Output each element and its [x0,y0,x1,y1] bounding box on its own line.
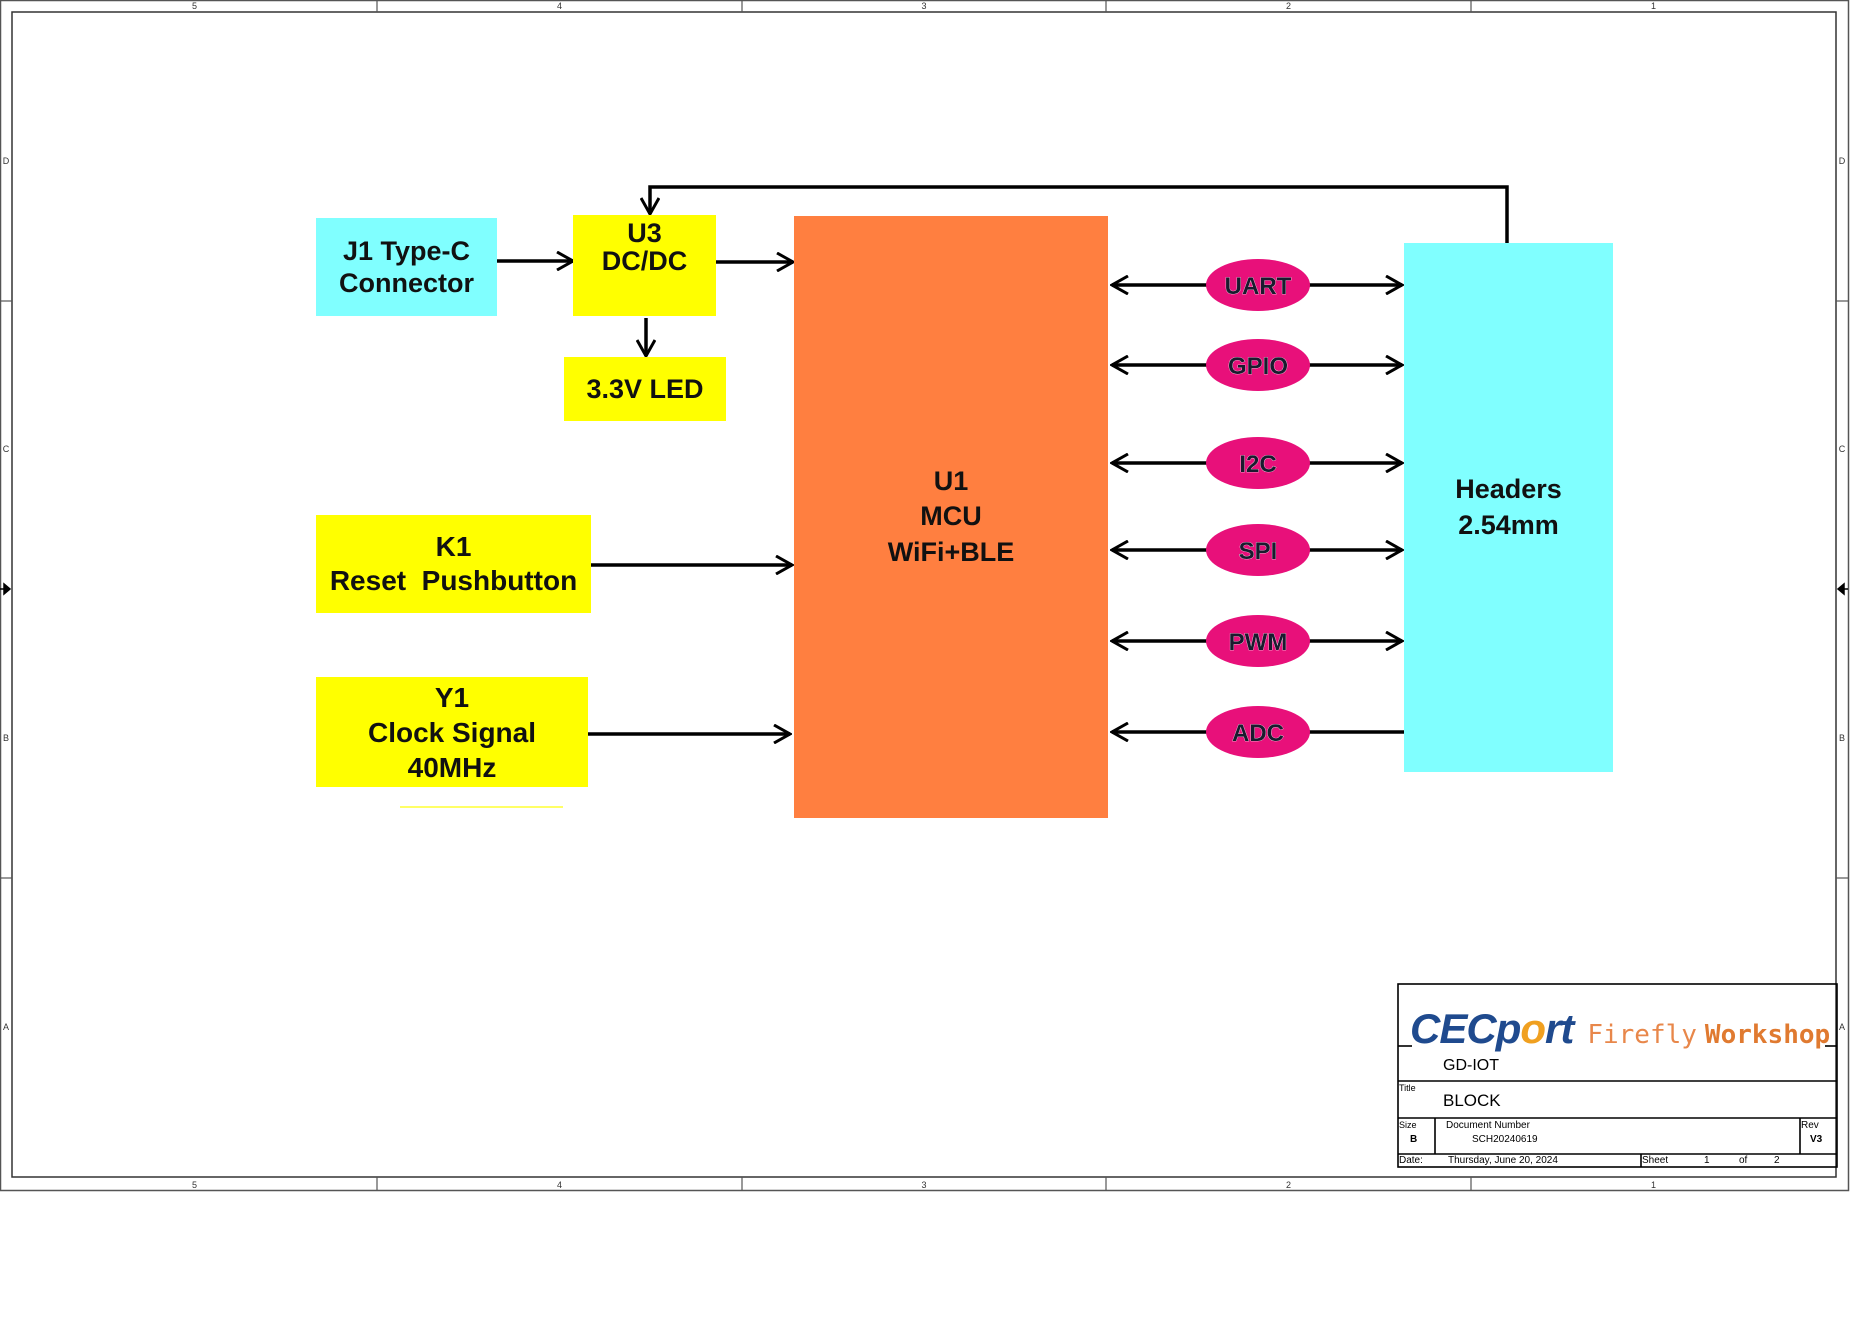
signal-buses: UART GPIO I2C SPI PWM ADC [1112,259,1404,758]
outer-border [0,0,1850,1192]
title-label: Title [1399,1083,1416,1093]
u3-dcdc-block: U3 DC/DC [573,215,716,316]
row-label-left: D [3,156,10,166]
y1-label-line2: Clock Signal [367,716,537,748]
k1-label-line2: Reset Pushbutton [329,565,578,596]
headers-label-line1: Headers [1455,474,1562,505]
column-label-bottom: 5 [192,1180,197,1190]
row-label-left: A [3,1022,9,1032]
signal-spi: SPI [1112,524,1402,576]
wires [497,185,1509,734]
logo-brand-rt: rt [1545,1005,1574,1052]
y1-label-line3: 40MHz [407,751,497,783]
doc-number-value: SCH20240619 [1472,1134,1538,1145]
logo-brand-p: p [1495,1005,1522,1052]
sheet-of-label: of [1739,1155,1748,1166]
k1-label-line1: K1 [435,531,472,563]
sheet-total: 2 [1774,1155,1780,1166]
zone-dividers [0,0,1848,1191]
signal-pwm: PWM [1112,615,1402,667]
center-marker-left [0,582,12,596]
company-name: GD-IOT [1443,1057,1499,1074]
headers-label-line2: 2.54mm [1458,509,1559,540]
u1-label-line2: MCU [920,501,982,532]
signal-i2c: I2C [1112,437,1402,489]
column-label-top: 3 [921,1,926,11]
signal-label: UART [1225,273,1292,300]
signal-bubble [1206,259,1310,311]
doc-number-label: Document Number [1446,1120,1530,1131]
u1-label-line1: U1 [933,466,969,497]
u1-mcu-block: U1 MCU WiFi+BLE [794,216,1108,818]
j1-type-c-connector-block: J1 Type-C Connector [316,218,497,316]
k1-reset-pushbutton-block: K1 Reset Pushbutton [316,515,591,613]
headers-block: Headers 2.54mm [1404,243,1613,772]
rev-value: V3 [1810,1134,1823,1145]
column-label-bottom: 1 [1651,1180,1656,1190]
signal-bubble [1206,437,1310,489]
y1-label-line1: Y1 [434,681,470,713]
signal-gpio: GPIO [1112,339,1402,391]
row-label-right: B [1839,733,1845,743]
signal-label: ADC [1232,720,1284,747]
wire-headers-to-u3 [650,185,1509,243]
u3-label-line2: DC/DC [601,246,688,277]
logo-tagline-firefly: Firefly [1587,1020,1697,1050]
column-label-top: 2 [1286,1,1291,11]
signal-uart: UART [1112,259,1402,311]
column-label-bottom: 2 [1286,1180,1291,1190]
signal-label: PWM [1229,629,1288,656]
signal-bubble [1206,706,1310,758]
sheet-label: Sheet [1642,1155,1669,1166]
signal-bubble [1206,524,1310,576]
row-label-right: A [1839,1022,1845,1032]
date-value: Thursday, June 20, 2024 [1448,1155,1558,1166]
signal-label: GPIO [1228,353,1288,380]
column-label-bottom: 3 [921,1180,926,1190]
led-label: 3.3V LED [586,373,704,404]
column-label-bottom: 4 [557,1180,562,1190]
j1-label-line1: J1 Type-C [342,235,471,266]
center-marker-right [1836,582,1848,596]
size-value: B [1410,1134,1418,1145]
signal-label: SPI [1239,538,1278,565]
column-label-top: 4 [557,1,562,11]
logo-tagline-workshop: Workshop [1704,1020,1831,1050]
logo-coin-icon: o [1520,1005,1546,1052]
j1-label-line2: Connector [339,268,474,298]
signal-bubble [1206,339,1310,391]
sheet-title: BLOCK [1443,1091,1501,1110]
u3-label-line1: U3 [627,218,662,248]
logo-brand-cec: CEC [1410,1005,1497,1052]
signal-bubble [1206,615,1310,667]
signal-adc: ADC [1112,706,1404,758]
y1-clock-signal-block: Y1 Clock Signal 40MHz [316,677,588,787]
signal-label: I2C [1239,451,1276,478]
column-label-top: 5 [192,1,197,11]
date-label: Date: [1399,1155,1423,1166]
column-label-top: 1 [1651,1,1656,11]
title-block-frame [1397,983,1838,1168]
rev-label: Rev [1801,1120,1819,1131]
sheet-number: 1 [1704,1155,1710,1166]
u1-label-line3: WiFi+BLE [887,536,1015,567]
row-label-right: C [1839,444,1846,454]
row-label-left: B [3,733,9,743]
row-label-left: C [3,444,10,454]
led-3v3-block: 3.3V LED [564,357,726,421]
size-label: Size [1399,1120,1417,1130]
row-label-right: D [1839,156,1846,166]
inner-border [11,11,1837,1178]
